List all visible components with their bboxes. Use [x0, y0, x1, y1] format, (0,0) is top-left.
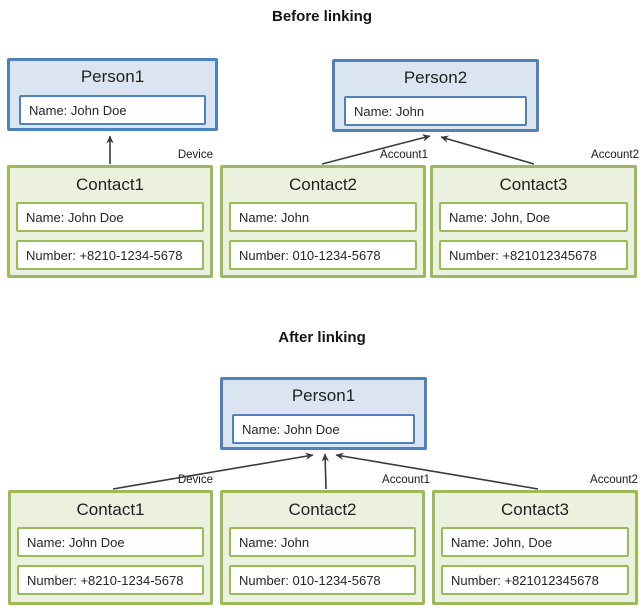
arrow-after-contact3-to-person1	[335, 452, 539, 490]
contact-number-field: Number: +8210-1234-5678	[16, 240, 204, 270]
after-contact2-box: Contact2 Name: John Number: 010-1234-567…	[220, 490, 425, 605]
after-section-title: After linking	[278, 329, 366, 346]
contact-number-field: Number: +821012345678	[439, 240, 628, 270]
contact-name-field: Name: John Doe	[17, 527, 204, 557]
before-account1-label: Account1	[380, 149, 428, 161]
person-title: Person2	[403, 68, 468, 87]
after-person1-box: Person1 Name: John Doe	[220, 377, 427, 450]
before-person2-box: Person2 Name: John	[332, 59, 539, 132]
person-name-field: Name: John Doe	[232, 414, 415, 444]
contact-title: Contact3	[499, 175, 568, 194]
contact-title: Contact2	[288, 175, 358, 194]
contact-name-field: Name: John, Doe	[441, 527, 629, 557]
before-contact1-box: Contact1 Name: John Doe Number: +8210-12…	[7, 165, 213, 278]
after-contact3-box: Contact3 Name: John, Doe Number: +821012…	[432, 490, 638, 605]
contact-name-field: Name: John Doe	[16, 202, 204, 232]
after-account2-label: Account2	[590, 474, 638, 486]
person-title: Person1	[80, 67, 145, 86]
person-title: Person1	[291, 386, 356, 405]
contact-number-field: Number: +821012345678	[441, 565, 629, 595]
arrow-before-contact3-to-person2	[440, 135, 535, 165]
after-contact1-box: Contact1 Name: John Doe Number: +8210-12…	[8, 490, 213, 605]
contact-name-field: Name: John	[229, 527, 416, 557]
contact-title: Contact1	[75, 175, 145, 194]
contact-number-field: Number: 010-1234-5678	[229, 565, 416, 595]
before-contact3-box: Contact3 Name: John, Doe Number: +821012…	[430, 165, 637, 278]
contact-title: Contact3	[500, 500, 570, 519]
contact-number-field: Number: 010-1234-5678	[229, 240, 417, 270]
after-device-label: Device	[177, 474, 213, 486]
before-contact2-box: Contact2 Name: John Number: 010-1234-567…	[220, 165, 426, 278]
person-name-field: Name: John	[344, 96, 527, 126]
contact-name-field: Name: John	[229, 202, 417, 232]
before-section-title: Before linking	[271, 8, 372, 25]
after-account1-label: Account1	[382, 474, 430, 486]
contact-name-field: Name: John, Doe	[439, 202, 628, 232]
contact-title: Contact1	[76, 500, 145, 519]
before-account2-label: Account2	[591, 149, 639, 161]
person-name-field: Name: John Doe	[19, 95, 206, 125]
arrow-after-contact1-to-person1	[112, 452, 314, 490]
contact-number-field: Number: +8210-1234-5678	[17, 565, 204, 595]
arrow-after-contact2-to-person1	[321, 453, 329, 490]
contact-title: Contact2	[288, 500, 357, 519]
before-device-label: Device	[177, 149, 213, 161]
before-person1-box: Person1 Name: John Doe	[7, 58, 218, 131]
